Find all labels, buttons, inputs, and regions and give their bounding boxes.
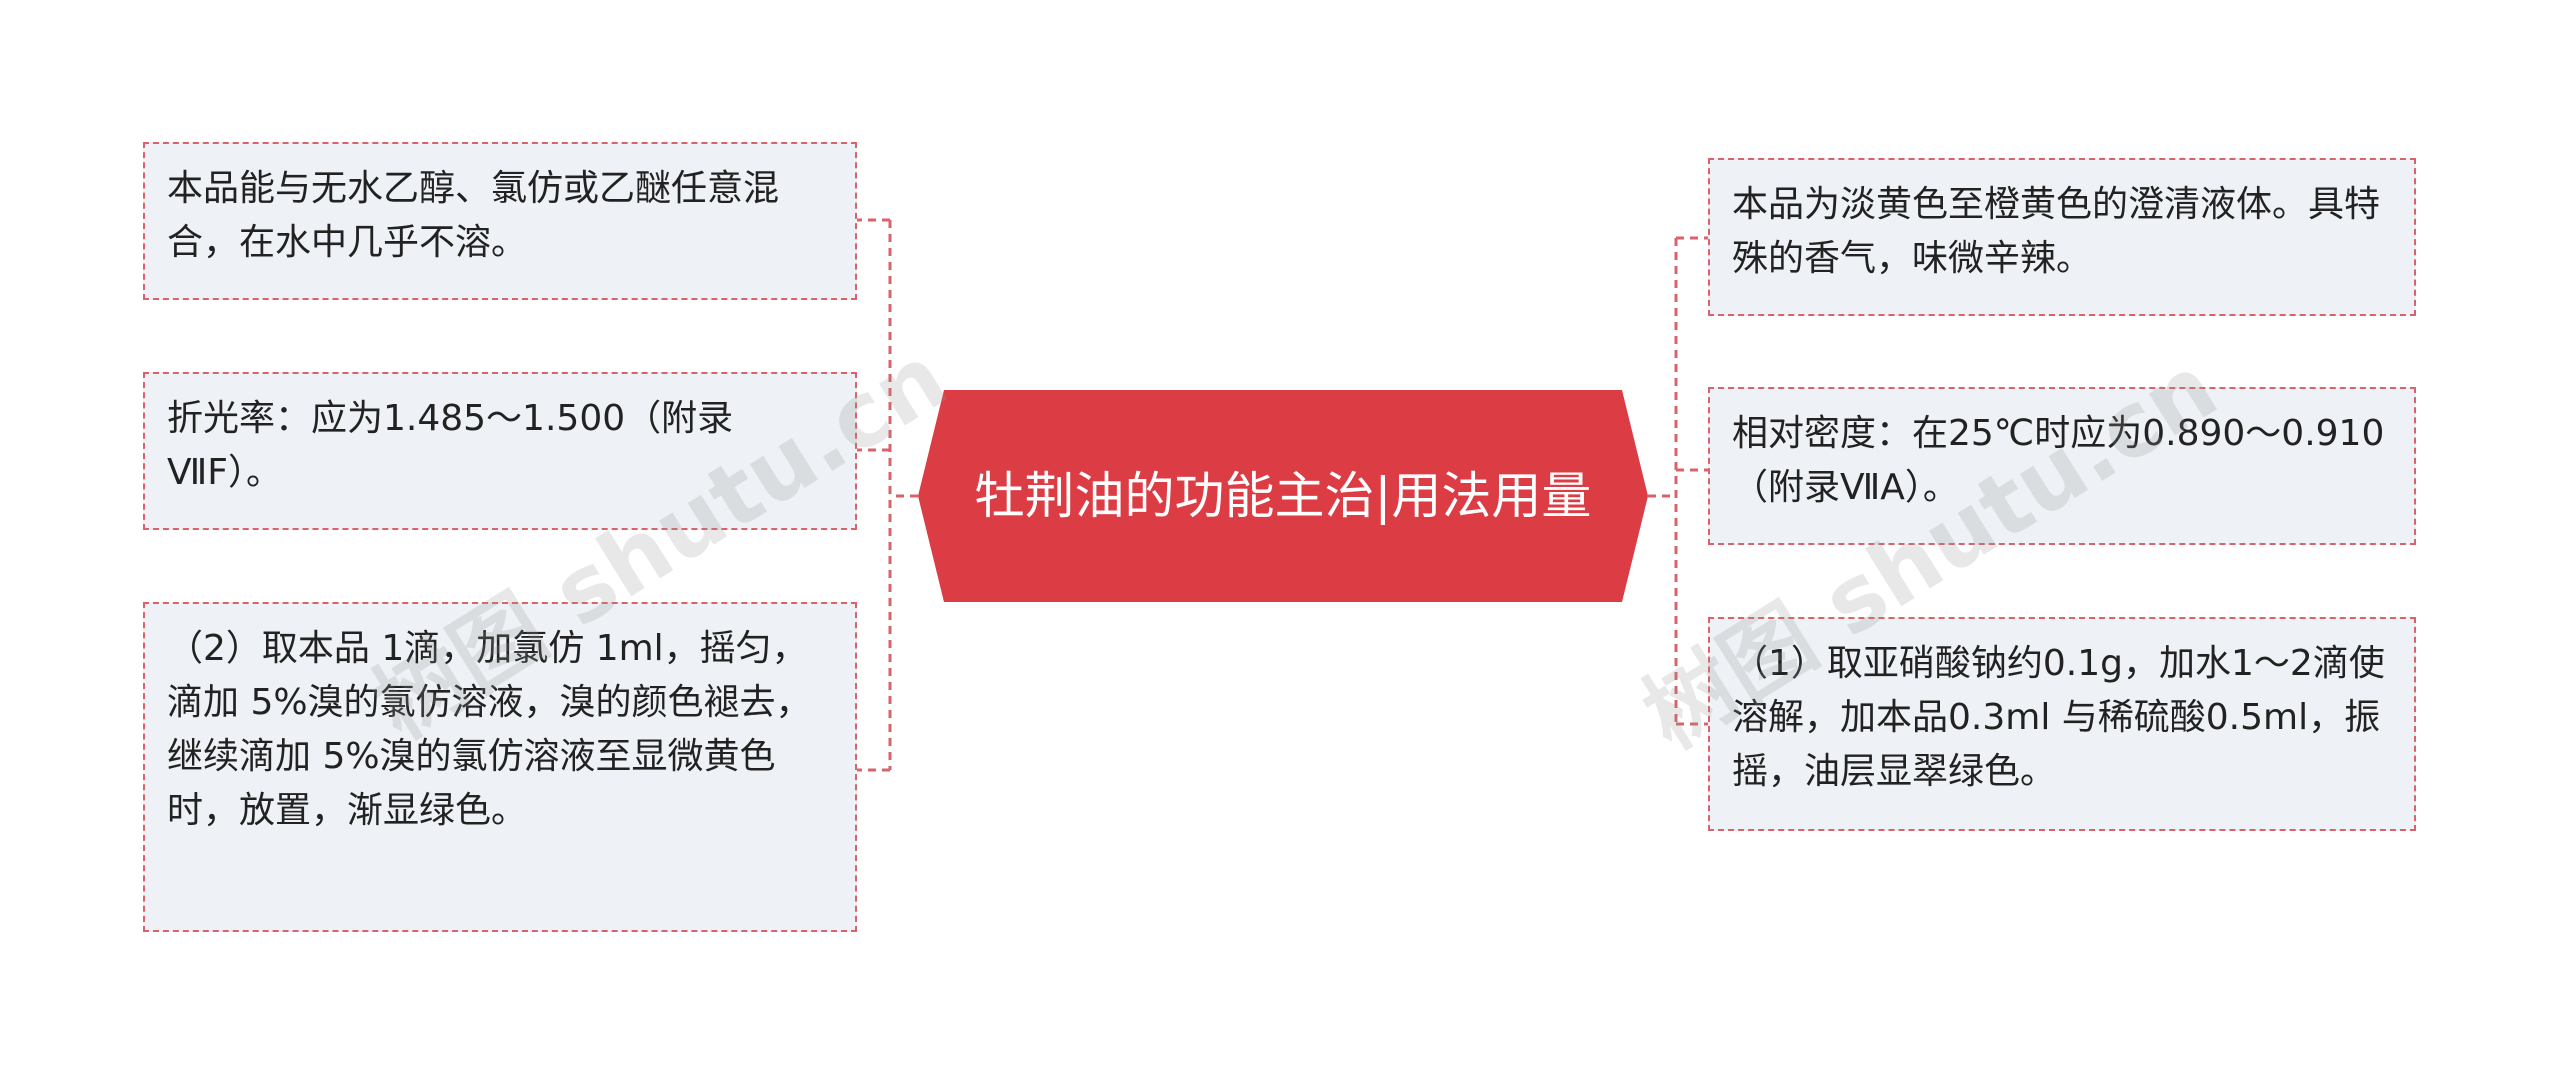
left-node-3[interactable]: （2）取本品 1滴，加氯仿 1ml，摇匀，滴加 5%溴的氯仿溶液，溴的颜色褪去，… xyxy=(143,602,857,932)
right-node-1[interactable]: 本品为淡黄色至橙黄色的澄清液体。具特殊的香气，味微辛辣。 xyxy=(1708,158,2416,316)
right-node-3-text: （1）取亚硝酸钠约0.1g，加水1～2滴使溶解，加本品0.3ml 与稀硫酸0.5… xyxy=(1732,643,2385,792)
left-node-1-text: 本品能与无水乙醇、氯仿或乙醚任意混合，在水中几乎不溶。 xyxy=(167,168,780,263)
right-node-3[interactable]: （1）取亚硝酸钠约0.1g，加水1～2滴使溶解，加本品0.3ml 与稀硫酸0.5… xyxy=(1708,617,2416,831)
central-topic-label: 牡荆油的功能主治|用法用量 xyxy=(974,467,1592,525)
left-node-3-text: （2）取本品 1滴，加氯仿 1ml，摇匀，滴加 5%溴的氯仿溶液，溴的颜色褪去，… xyxy=(167,628,812,831)
right-node-2-text: 相对密度：在25℃时应为0.890～0.910（附录ⅦA）。 xyxy=(1732,413,2385,508)
central-topic[interactable]: 牡荆油的功能主治|用法用量 xyxy=(918,390,1648,602)
left-node-1[interactable]: 本品能与无水乙醇、氯仿或乙醚任意混合，在水中几乎不溶。 xyxy=(143,142,857,300)
right-node-2[interactable]: 相对密度：在25℃时应为0.890～0.910（附录ⅦA）。 xyxy=(1708,387,2416,545)
left-node-2-text: 折光率：应为1.485～1.500（附录ⅦF）。 xyxy=(167,398,734,493)
central-topic-shape xyxy=(918,390,1648,602)
right-node-1-text: 本品为淡黄色至橙黄色的澄清液体。具特殊的香气，味微辛辣。 xyxy=(1732,184,2381,279)
left-node-2[interactable]: 折光率：应为1.485～1.500（附录ⅦF）。 xyxy=(143,372,857,530)
